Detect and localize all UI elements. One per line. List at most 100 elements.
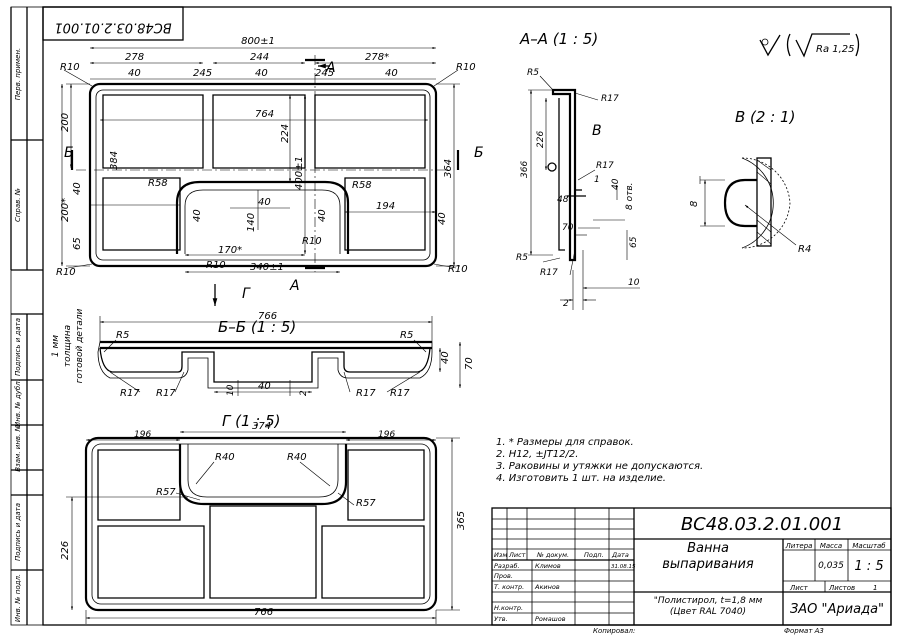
dim-400: 400±1: [294, 156, 305, 190]
main-plan-view: [76, 55, 450, 272]
g-226: 226: [60, 541, 71, 560]
copied-label: Копировал:: [593, 627, 635, 635]
dim-764: 764: [255, 109, 274, 120]
bb-r17-a: R17: [120, 388, 140, 399]
dim-r10-br: R10: [448, 264, 468, 275]
mass-value: 0,035: [818, 561, 844, 571]
dim-r10-d: R10: [206, 260, 226, 271]
dim-40c: 40: [385, 68, 398, 79]
title-view-g: Г (1 : 5): [222, 412, 281, 430]
aa-65: 65: [629, 236, 639, 248]
utv-name: Ромашов: [535, 615, 566, 623]
h-sign: Подп.: [584, 551, 604, 559]
bb-r5-right: R5: [400, 330, 413, 341]
nkontr-label: Н.контр.: [494, 604, 523, 612]
title-name-2: выпаривания: [662, 557, 754, 572]
sheet-frame: [42, 6, 892, 626]
bb-766: 766: [258, 311, 277, 322]
label-v: В: [592, 123, 602, 139]
title-name-1: Ванна: [687, 541, 729, 556]
side-stamp-column: [10, 7, 43, 625]
label-a-top: А: [325, 60, 336, 76]
dim-r10-tr: R10: [456, 62, 476, 73]
dim-245b: 245: [315, 68, 334, 79]
aa-8-holes: 8 отв.: [625, 182, 635, 210]
bb-40: 40: [440, 351, 451, 364]
dim-200: 200: [60, 113, 71, 132]
stamp-vzam: Взам. инв. №: [14, 424, 22, 472]
thickness-note-2: толщина: [63, 325, 73, 367]
g-196-left: 196: [134, 430, 151, 440]
utv-label: Утв.: [494, 615, 508, 623]
title-company: ЗАО "Ариада": [790, 602, 884, 617]
section-markers-main: [70, 58, 460, 306]
g-r40-right: R40: [287, 452, 307, 463]
title-block-grid: [491, 507, 892, 626]
title-material-2: (Цвет RAL 7040): [670, 607, 746, 617]
g-365: 365: [456, 511, 467, 530]
note-3: 3. Раковины и утяжки не допускаются.: [496, 461, 703, 472]
label-b-right: Б: [474, 145, 484, 161]
dim-40o: 40: [317, 209, 328, 222]
razrab-date: 31.08.15: [611, 564, 636, 570]
aa-r17-mid: R17: [596, 161, 614, 171]
g-r40-left: R40: [215, 452, 235, 463]
dim-364: 364: [443, 159, 454, 178]
section-aa-view: [528, 75, 640, 310]
bb-r5-left: R5: [116, 330, 129, 341]
b-r4: R4: [798, 244, 811, 255]
b-8: 8: [689, 201, 700, 207]
dim-224: 224: [280, 124, 291, 143]
dim-170: 170*: [218, 245, 242, 256]
dim-40-right: 40: [437, 212, 448, 225]
stamp-inv-dubl: Инв. № дубл.: [14, 379, 22, 427]
dim-278-right: 278*: [365, 52, 389, 63]
dim-278-left: 278: [125, 52, 144, 63]
format-label: Формат А3: [784, 627, 824, 635]
dim-194: 194: [376, 201, 395, 212]
code-box-rotated: [42, 6, 184, 41]
g-766: 766: [254, 607, 273, 618]
h-scale: Масштаб: [852, 542, 886, 550]
dim-overall: 800±1: [241, 36, 275, 47]
h-litera: Литера: [785, 542, 813, 550]
label-a-bottom: А: [289, 278, 300, 294]
scale-value: 1 : 5: [854, 559, 883, 574]
razrab-name: Климов: [535, 562, 561, 570]
view-g: [66, 430, 460, 624]
label-g: Г: [242, 286, 251, 302]
aa-366: 366: [520, 161, 530, 178]
stamp-perv: Перв. примен.: [14, 48, 22, 101]
tkontr-name: Акинов: [534, 583, 560, 591]
h-date: Дата: [611, 551, 629, 559]
dim-244: 244: [250, 52, 269, 63]
bb-70: 70: [464, 357, 475, 370]
thickness-note-1: 1 мм: [51, 335, 61, 357]
tkontr-label: Т. контр.: [494, 583, 524, 591]
aa-r5-bottom: R5: [516, 253, 528, 263]
stamp-podp2: Подпись и дата: [14, 503, 22, 561]
sheet-label: Лист: [789, 584, 809, 592]
razrab-label: Разраб.: [494, 562, 520, 570]
title-material-1: "Полистирол, t=1,8 мм: [654, 596, 763, 606]
dim-200-star: 200*: [60, 198, 71, 222]
dim-340: 340±1: [250, 262, 284, 273]
aa-40: 40: [611, 178, 621, 190]
title-section-aa: А–А (1 : 5): [519, 30, 598, 48]
bb-10: 10: [226, 384, 236, 396]
section-bb-view: [97, 316, 462, 396]
aa-r17-top: R17: [601, 94, 619, 104]
bb-40b: 40: [258, 381, 271, 392]
g-r57-right: R57: [356, 498, 376, 509]
h-list: Лист: [508, 551, 526, 559]
dim-40m: 40: [258, 197, 271, 208]
sheets-value: 1: [873, 584, 877, 592]
note-4: 4. Изготовить 1 шт. на изделие.: [496, 473, 666, 484]
note-2: 2. Н12, ±JT12/2.: [496, 449, 578, 460]
detail-b-view: [699, 157, 797, 249]
dim-r58-right: R58: [352, 180, 372, 191]
sheets-label: Листов: [828, 584, 855, 592]
roughness-symbol: [759, 33, 860, 58]
dim-r10-tl: R10: [60, 62, 80, 73]
